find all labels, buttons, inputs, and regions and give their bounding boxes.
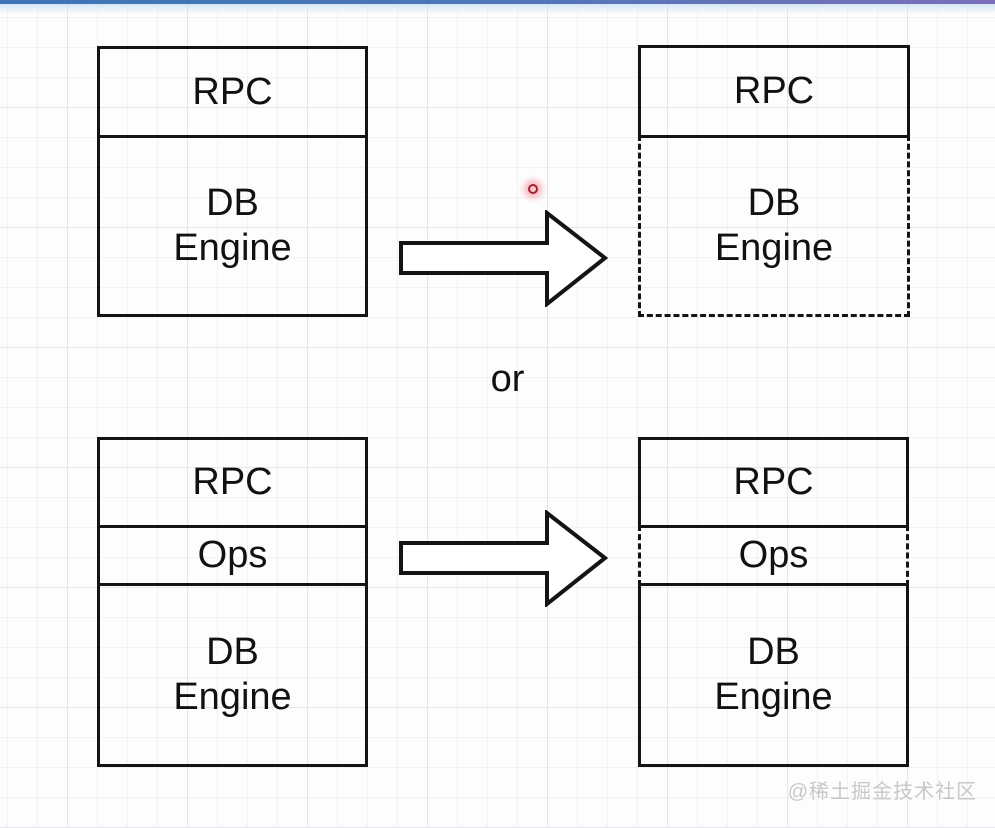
box-label: RPC — [733, 70, 815, 112]
laser-pointer-ring — [528, 184, 538, 194]
accent-bar-fade — [0, 4, 995, 14]
window-accent-bar — [0, 0, 995, 4]
box-ops-dashed: Ops — [638, 525, 909, 586]
arrow-right-icon — [399, 510, 609, 607]
box-label: RPC — [192, 461, 273, 503]
box-rpc: RPC — [638, 45, 910, 138]
box-ops: Ops — [97, 525, 368, 586]
stack-top-left-monolith: RPC DB Engine — [97, 46, 368, 317]
box-db-engine: DB Engine — [97, 583, 368, 767]
box-db-engine: DB Engine — [97, 135, 368, 317]
box-label: RPC — [192, 70, 273, 113]
box-db-engine: DB Engine — [638, 583, 909, 767]
box-db-engine-dashed: DB Engine — [638, 135, 910, 317]
arrow-right-icon — [399, 210, 609, 307]
stack-bottom-left-monolith: RPC Ops DB Engine — [97, 437, 368, 767]
box-label: DB Engine — [173, 631, 292, 718]
box-label: DB Engine — [173, 182, 292, 269]
stack-bottom-right-split: RPC Ops DB Engine — [638, 437, 909, 767]
box-label: Ops — [738, 534, 809, 576]
box-rpc: RPC — [97, 46, 368, 138]
box-rpc: RPC — [97, 437, 368, 528]
box-label: DB Engine — [714, 631, 833, 718]
box-label: RPC — [733, 461, 814, 503]
box-rpc: RPC — [638, 437, 909, 528]
stack-top-right-split: RPC DB Engine — [638, 45, 910, 317]
laser-pointer-dot — [519, 175, 547, 203]
watermark: @稀土掘金技术社区 — [787, 781, 977, 803]
or-label: or — [490, 358, 525, 400]
box-label: DB Engine — [714, 182, 834, 269]
box-label: Ops — [197, 534, 268, 576]
